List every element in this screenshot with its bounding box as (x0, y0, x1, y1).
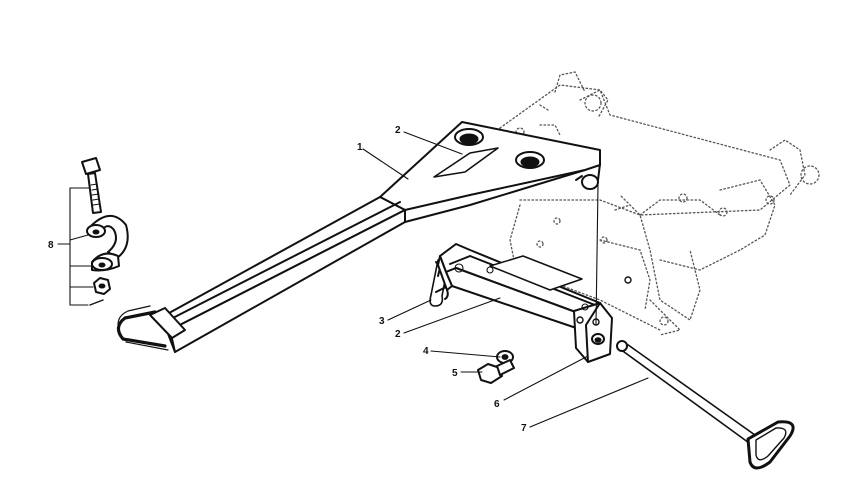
clevis-hitch-assembly (57, 157, 129, 306)
leader-lines (362, 131, 649, 428)
callout-2-top: 2 (395, 125, 401, 136)
mounting-bracket (437, 243, 632, 363)
callout-labels: 1 2 3 2 4 5 6 7 8 (48, 125, 527, 434)
callout-2-bottom: 2 (395, 329, 401, 340)
callout-8: 8 (48, 240, 54, 251)
callout-6: 6 (494, 399, 500, 410)
callout-1: 1 (357, 142, 363, 153)
tractor-frame (499, 71, 820, 336)
callout-7: 7 (521, 423, 527, 434)
callout-3: 3 (379, 316, 385, 327)
callout-4: 4 (423, 346, 429, 357)
cap-screw (477, 359, 515, 384)
drawbar-arm (116, 121, 601, 353)
callout-5: 5 (452, 368, 458, 379)
hitch-pin (616, 340, 795, 470)
